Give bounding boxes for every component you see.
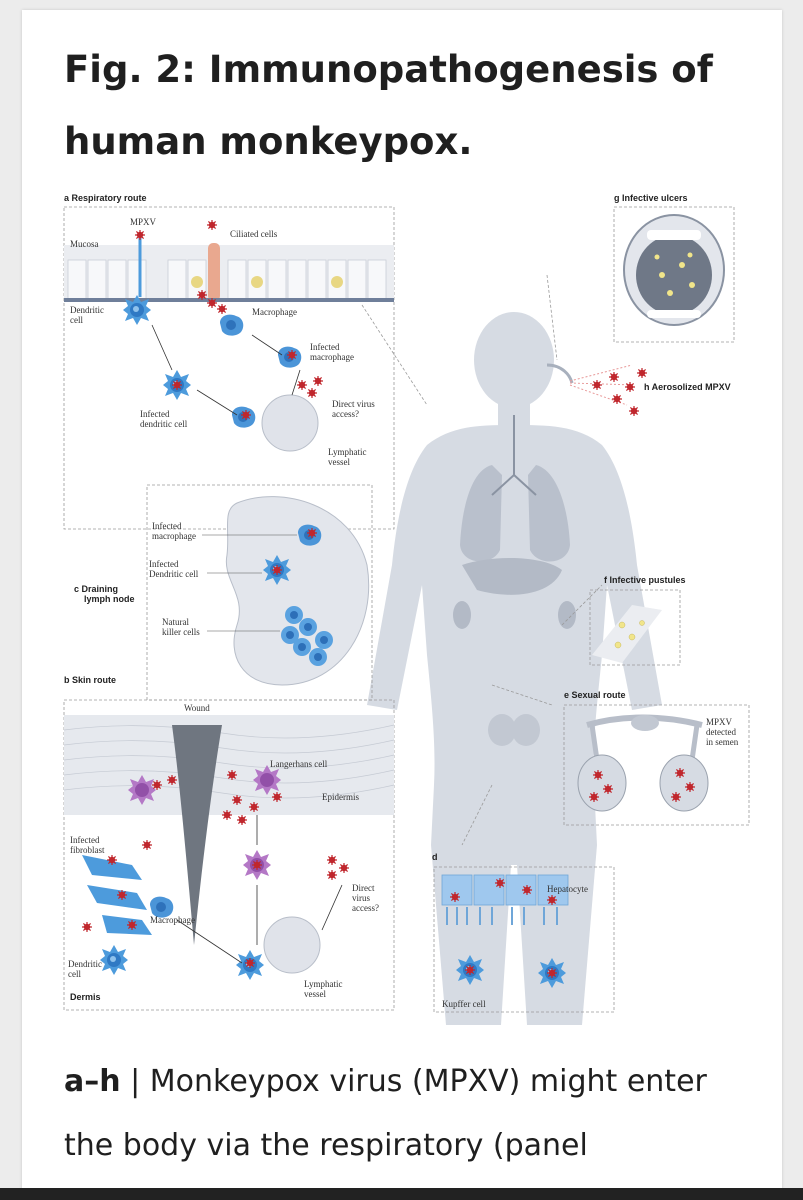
svg-text:fibroblast: fibroblast <box>70 845 105 855</box>
panel-f-pustules: f Infective pustules <box>589 575 686 666</box>
svg-text:Infected: Infected <box>149 559 179 569</box>
aerosol-spray <box>569 364 648 417</box>
svg-text:Wound: Wound <box>184 703 210 713</box>
svg-text:Hepatocyte: Hepatocyte <box>547 884 588 894</box>
panel-b-skin: b Skin route Wound La <box>63 675 395 1011</box>
svg-text:Infected: Infected <box>152 521 182 531</box>
svg-text:Dendritic: Dendritic <box>70 305 104 315</box>
bottom-bar <box>0 1188 803 1200</box>
svg-text:Dendritic cell: Dendritic cell <box>149 569 199 579</box>
svg-text:Direct virus: Direct virus <box>332 399 375 409</box>
svg-text:detected: detected <box>706 727 736 737</box>
svg-text:Lymphatic: Lymphatic <box>328 447 367 457</box>
svg-text:Lymphatic: Lymphatic <box>304 979 343 989</box>
figure-caption: a–h | Monkeypox virus (MPXV) might enter… <box>64 1050 764 1178</box>
svg-text:a Respiratory route: a Respiratory route <box>64 193 147 203</box>
svg-text:vessel: vessel <box>328 457 350 467</box>
svg-text:Infected: Infected <box>70 835 100 845</box>
panel-h-aerosol: h Aerosolized MPXV <box>644 382 731 392</box>
svg-text:lymph node: lymph node <box>84 594 135 604</box>
panel-g-ulcers: g Infective ulcers <box>613 193 735 343</box>
caption-separator: | <box>120 1064 150 1099</box>
svg-text:e Sexual route: e Sexual route <box>564 690 626 700</box>
svg-text:Infected: Infected <box>310 342 340 352</box>
article-card: Fig. 2: Immunopathogenesis of human monk… <box>22 10 782 1190</box>
svg-text:Infected: Infected <box>140 409 170 419</box>
svg-text:macrophage: macrophage <box>310 352 354 362</box>
svg-text:MPXV: MPXV <box>706 717 733 727</box>
caption-lead: a–h <box>64 1064 121 1099</box>
svg-text:Macrophage: Macrophage <box>252 307 297 317</box>
svg-text:c Draining: c Draining <box>74 584 118 594</box>
panel-connectors <box>361 274 603 846</box>
figure-title: Fig. 2: Immunopathogenesis of human monk… <box>64 48 713 163</box>
caption-text: Monkeypox virus (MPXV) might enter the b… <box>64 1064 707 1163</box>
svg-text:Dendritic: Dendritic <box>68 959 102 969</box>
svg-text:Dermis: Dermis <box>70 992 101 1002</box>
svg-text:cell: cell <box>68 969 81 979</box>
svg-text:access?: access? <box>352 903 379 913</box>
svg-text:dendritic cell: dendritic cell <box>140 419 188 429</box>
svg-text:d: d <box>432 852 438 862</box>
svg-text:Mucosa: Mucosa <box>70 239 99 249</box>
panel-a-respiratory: a Respiratory route <box>63 193 395 530</box>
svg-text:access?: access? <box>332 409 359 419</box>
svg-text:g Infective ulcers: g Infective ulcers <box>614 193 688 203</box>
svg-text:MPXV: MPXV <box>130 217 157 227</box>
svg-text:Epidermis: Epidermis <box>322 792 359 802</box>
svg-text:Direct: Direct <box>352 883 375 893</box>
body-silhouette <box>367 312 662 1025</box>
svg-text:Kupffer cell: Kupffer cell <box>442 999 486 1009</box>
svg-text:f Infective pustules: f Infective pustules <box>604 575 686 585</box>
svg-text:macrophage: macrophage <box>152 531 196 541</box>
svg-text:Macrophage: Macrophage <box>150 915 195 925</box>
svg-text:Natural: Natural <box>162 617 189 627</box>
svg-text:h Aerosolized MPXV: h Aerosolized MPXV <box>644 382 731 392</box>
panel-e-sexual: e Sexual route MPXV detected in semen <box>563 690 750 826</box>
immunopathogenesis-diagram: a Respiratory route <box>63 193 750 1025</box>
svg-text:in semen: in semen <box>706 737 739 747</box>
svg-text:b Skin route: b Skin route <box>64 675 116 685</box>
svg-text:cell: cell <box>70 315 83 325</box>
panel-c-lymph-node: Infected macrophage Infected Dendritic c… <box>74 484 373 701</box>
svg-text:virus: virus <box>352 893 370 903</box>
svg-text:Langerhans cell: Langerhans cell <box>270 759 328 769</box>
svg-text:vessel: vessel <box>304 989 326 999</box>
panel-d-liver: d Hepatocyte Kupffer cell <box>432 852 615 1013</box>
svg-text:Ciliated cells: Ciliated cells <box>230 229 278 239</box>
svg-text:killer cells: killer cells <box>162 627 200 637</box>
